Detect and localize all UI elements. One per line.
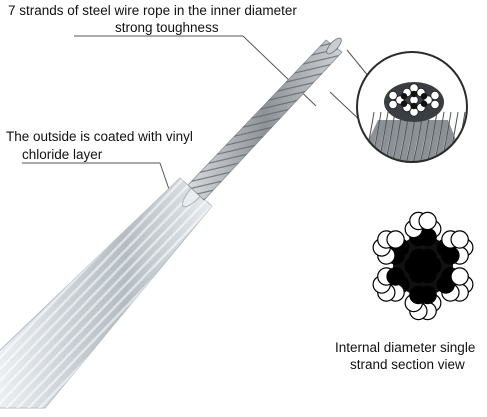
section-wire-dark [386,267,405,286]
zoom-circle-border [356,51,468,163]
inner-label-line1: 7 strands of steel wire rope in the inne… [8,3,297,18]
outer-label-line2: chloride layer [22,147,103,162]
section-wire [418,211,437,231]
exposed-steel-wire [187,37,343,201]
cross-section-diagram [372,211,474,321]
outer-label-line1: The outside is coated with vinyl [6,129,193,144]
leader-lines [22,35,379,199]
section-wire-dark [418,285,437,305]
section-label-line2: strand section view [350,357,465,372]
leader-inner-pointer [242,35,317,107]
section-wire [386,230,405,249]
wire-end [326,37,342,55]
zoom-circle [356,51,468,163]
section-wire [450,267,469,286]
inner-label-line2: strong toughness [115,20,219,35]
section-wire-dark [418,248,437,268]
section-label-line1: Internal diameter single [335,340,476,355]
section-wire [450,230,469,249]
